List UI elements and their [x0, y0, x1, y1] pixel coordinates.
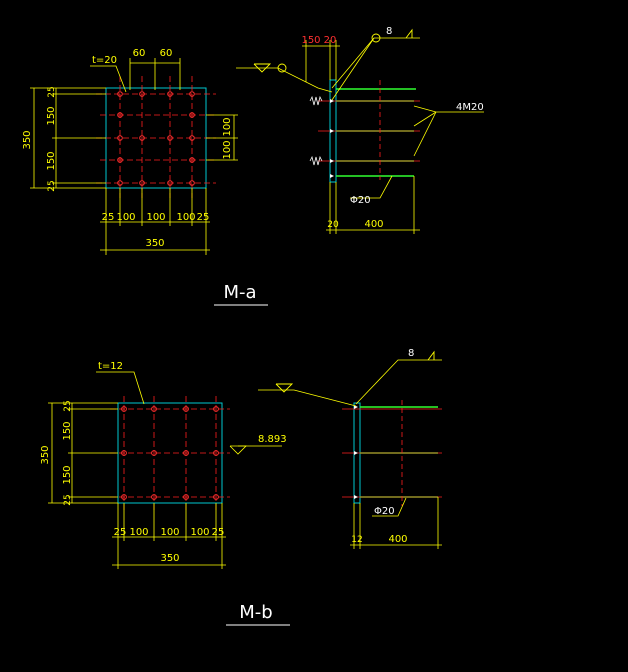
sec-a-dim-bottom-400: 400 [364, 219, 383, 230]
sec-b-dim-bottom-400: 400 [388, 534, 407, 545]
dim-a-top-2: 60 [160, 48, 173, 59]
rod-dia-b: Φ20 [374, 506, 395, 517]
dim-a-left-2: 150 [46, 106, 57, 125]
embed-hatch [309, 95, 323, 166]
dim-b-left-4: 25 [63, 494, 73, 505]
dim-a-bottom-1: 25 [102, 212, 115, 223]
dim-b-bottom-4: 100 [190, 527, 209, 538]
title-m-b: M-b [239, 602, 272, 623]
sec-a-dim-bottom-20: 20 [327, 220, 339, 230]
detail-b-section [258, 350, 442, 549]
rod-dia-a: Φ20 [350, 195, 371, 206]
dim-a-left-total: 350 [22, 130, 33, 149]
dim-b-bottom-1: 25 [114, 527, 127, 538]
weld-size-b: 8 [408, 348, 414, 359]
detail-a-section [236, 28, 484, 234]
section-a-centerlines [318, 100, 420, 162]
elevation-b: 8.893 [258, 434, 287, 445]
dim-a-right-2: 100 [222, 140, 233, 159]
weld-marks [330, 99, 334, 178]
dim-a-left-3: 150 [46, 151, 57, 170]
title-m-a: M-a [223, 282, 256, 303]
weld-symbol-b [275, 350, 435, 393]
dim-b-bottom-3: 100 [160, 527, 179, 538]
sec-b-dim-bottom-12: 12 [351, 535, 362, 545]
anchor-label-a: 4M20 [456, 102, 484, 113]
dim-a-left-4: 25 [47, 180, 57, 191]
dim-a-right-1: 100 [222, 117, 233, 136]
plate-thickness-b: t=12 [98, 361, 123, 372]
dim-a-bottom-3: 100 [146, 212, 165, 223]
dim-b-left-2: 150 [62, 421, 73, 440]
section-b-centerlines [342, 400, 442, 506]
dim-b-bottom-2: 100 [129, 527, 148, 538]
centerlines-b [110, 396, 230, 510]
dim-b-bottom-total: 350 [160, 553, 179, 564]
bolt-holes-b [121, 406, 219, 500]
dim-b-bottom-5: 25 [212, 527, 225, 538]
dim-a-bottom-2: 100 [116, 212, 135, 223]
dimension-lines [30, 58, 238, 255]
dim-a-bottom-5: 25 [197, 212, 210, 223]
dim-a-bottom-4: 100 [176, 212, 195, 223]
bolt-holes [117, 91, 195, 186]
detail-b-plan [48, 371, 282, 569]
sec-a-dim-150: 150 [301, 35, 320, 46]
dim-b-left-1: 25 [63, 400, 73, 411]
plate-thickness-a: t=20 [92, 55, 117, 66]
dim-b-left-3: 150 [62, 465, 73, 484]
dim-b-left-total: 350 [40, 445, 51, 464]
weld-size-a: 8 [386, 26, 392, 37]
detail-a-plan [30, 58, 238, 255]
dim-a-bottom-total: 350 [145, 238, 164, 249]
dim-a-top-1: 60 [133, 48, 146, 59]
sec-a-dim-20: 20 [324, 35, 337, 46]
weld-symbol-a [253, 28, 413, 73]
dim-a-left-1: 25 [47, 86, 57, 97]
